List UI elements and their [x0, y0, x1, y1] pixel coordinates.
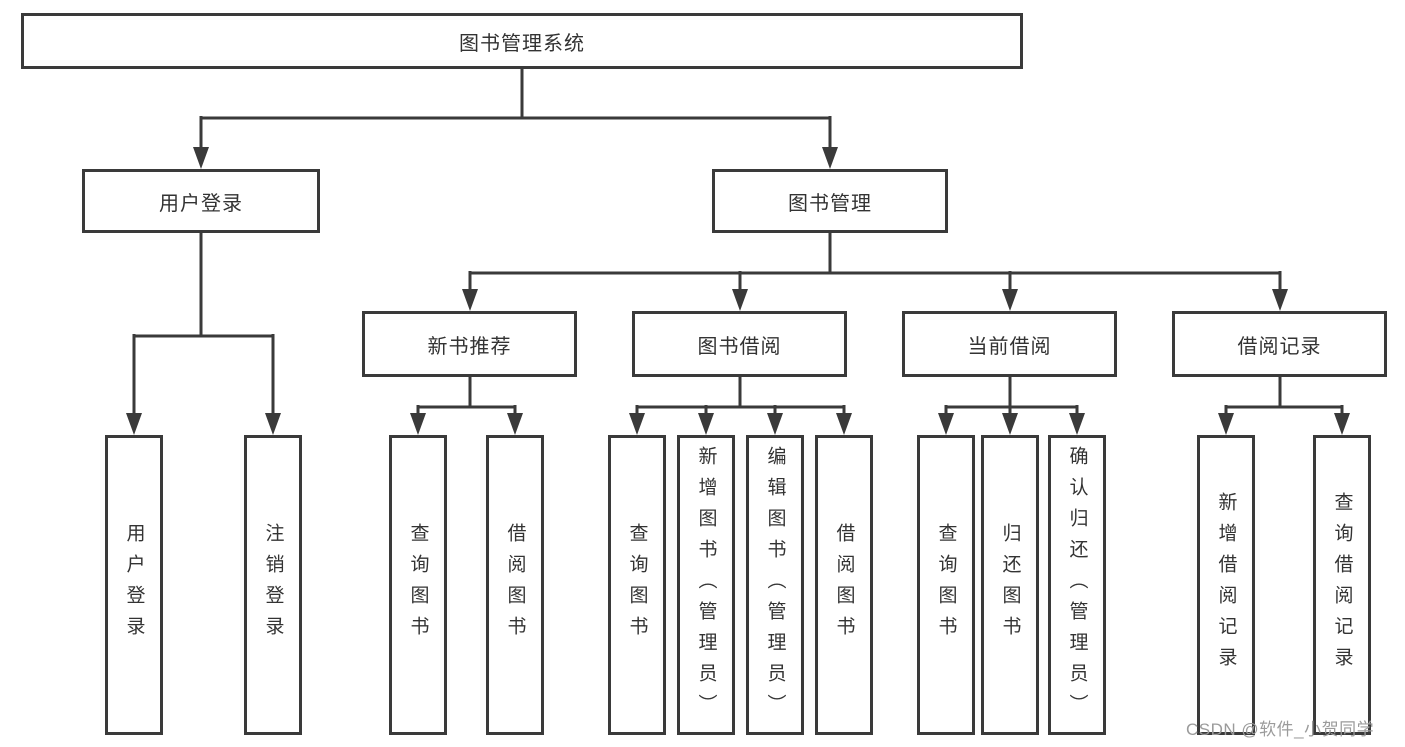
- node-leaf-query-books-borrow: 查询图书: [608, 435, 666, 735]
- node-leaf-add-book-admin: 新增图书（管理员）: [677, 435, 735, 735]
- arrowheads-borrow-to-leaves: [629, 413, 852, 435]
- node-leaf-query-borrow-record: 查询借阅记录: [1313, 435, 1371, 735]
- node-new-book-recommend: 新书推荐: [362, 311, 577, 377]
- connector-records-to-leaves: [1224, 377, 1344, 416]
- node-leaf-user-login: 用户登录: [105, 435, 163, 735]
- node-leaf-return-book: 归还图书: [981, 435, 1039, 735]
- node-user-login: 用户登录: [82, 169, 320, 233]
- node-leaf-add-borrow-record: 新增借阅记录: [1197, 435, 1255, 735]
- connector-current-to-leaves: [944, 377, 1079, 416]
- node-leaf-logout: 注销登录: [244, 435, 302, 735]
- node-leaf-edit-book-admin: 编辑图书（管理员）: [746, 435, 804, 735]
- connector-login-to-leaves: [132, 233, 275, 416]
- node-current-borrow: 当前借阅: [902, 311, 1117, 377]
- connector-recommend-to-leaves: [416, 377, 517, 416]
- connector-borrow-to-leaves: [635, 377, 846, 416]
- node-book-borrow: 图书借阅: [632, 311, 847, 377]
- arrowheads-management-to-level3: [462, 289, 1288, 311]
- csdn-watermark: CSDN @软件_小贺同学: [1186, 720, 1375, 739]
- arrowheads-login-to-leaves: [126, 413, 281, 435]
- connector-root-to-level1: [199, 69, 832, 150]
- node-leaf-borrow-books: 借阅图书: [815, 435, 873, 735]
- arrowheads-root-to-level1: [193, 147, 838, 169]
- arrowheads-recommend-to-leaves: [410, 413, 523, 435]
- arrowheads-records-to-leaves: [1218, 413, 1350, 435]
- node-leaf-borrow-books-recommend: 借阅图书: [486, 435, 544, 735]
- node-borrow-records: 借阅记录: [1172, 311, 1387, 377]
- node-leaf-query-books-current: 查询图书: [917, 435, 975, 735]
- node-leaf-confirm-return-admin: 确认归还（管理员）: [1048, 435, 1106, 735]
- node-book-management: 图书管理: [712, 169, 948, 233]
- node-leaf-query-books-recommend: 查询图书: [389, 435, 447, 735]
- connector-management-to-level3: [468, 233, 1282, 292]
- arrowheads-current-to-leaves: [938, 413, 1085, 435]
- node-root: 图书管理系统: [21, 13, 1023, 69]
